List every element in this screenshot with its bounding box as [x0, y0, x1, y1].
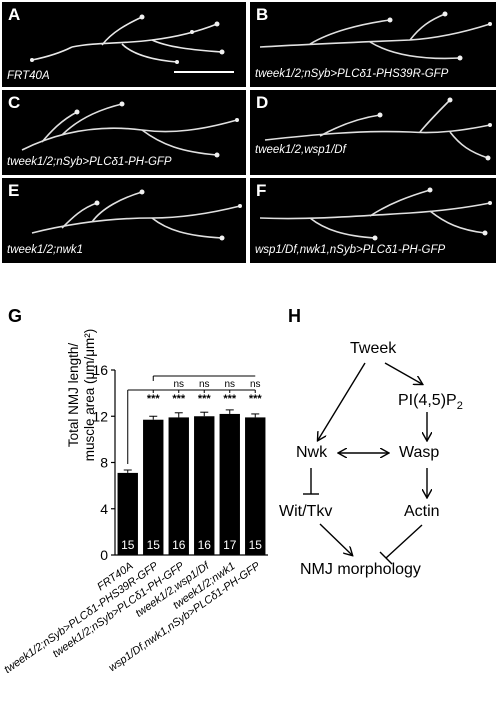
pip2-label: PI(4,5)P	[398, 392, 457, 409]
panel-g-letter: G	[8, 306, 23, 326]
node-actin: Actin	[404, 503, 440, 520]
inhibit-bar-nmj	[379, 551, 393, 565]
arrow-tweek-pip2	[384, 362, 422, 384]
genotype-label: tweek1/2,wsp1/Df	[255, 144, 346, 156]
genotype-label: wsp1/Df,nwk1,nSyb>PLCδ1-PH-GFP	[255, 244, 446, 256]
nmj-image-e	[31, 189, 242, 241]
node-pip2: PI(4,5)P2	[398, 392, 463, 412]
panel-b: B tweek1/2;nSyb>PLCδ1-PHS39R-GFP	[250, 2, 496, 87]
pathway-diagram	[303, 362, 498, 565]
node-nwk: Nwk	[296, 444, 328, 461]
pip2-subscript: 2	[456, 400, 463, 413]
inhibit-actin-nmj	[385, 524, 423, 559]
node-nmj-morphology: NMJ morphology	[300, 561, 421, 578]
genotype-label: tweek1/2;nwk1	[7, 244, 84, 256]
node-tweek: Tweek	[350, 340, 397, 357]
arrow-tweek-nwk	[318, 362, 366, 440]
panel-d: D tweek1/2,wsp1/Df	[250, 90, 496, 175]
panel-letter: F	[256, 181, 267, 200]
panel-letter: D	[256, 93, 269, 112]
panel-f: F wsp1/Df,nwk1,nSyb>PLCδ1-PH-GFP	[250, 178, 496, 263]
genotype-label: tweek1/2;nSyb>PLCδ1-PHS39R-GFP	[255, 68, 449, 80]
panel-a: A FRT40A	[2, 2, 246, 87]
genotype-label: tweek1/2;nSyb>PLCδ1-PH-GFP	[7, 156, 172, 168]
genotype-label: FRT40A	[7, 70, 50, 82]
node-wasp: Wasp	[399, 444, 440, 461]
node-witkv: Wit/Tkv	[279, 503, 333, 520]
panel-e: E tweek1/2;nwk1	[2, 178, 246, 263]
panel-letter: A	[8, 5, 21, 24]
panel-c: C tweek1/2;nSyb>PLCδ1-PH-GFP	[2, 90, 246, 175]
nmj-image-b	[259, 11, 492, 61]
nmj-image-a	[30, 14, 234, 73]
nmj-image-c	[21, 101, 239, 158]
panel-letter: B	[256, 5, 269, 24]
panel-h-letter: H	[288, 306, 301, 326]
panel-letter: E	[8, 181, 20, 200]
nmj-image-f	[259, 187, 492, 241]
panel-letter: C	[8, 93, 21, 112]
nmj-image-d	[264, 97, 492, 161]
arrow-witkv-nmj	[319, 523, 352, 555]
